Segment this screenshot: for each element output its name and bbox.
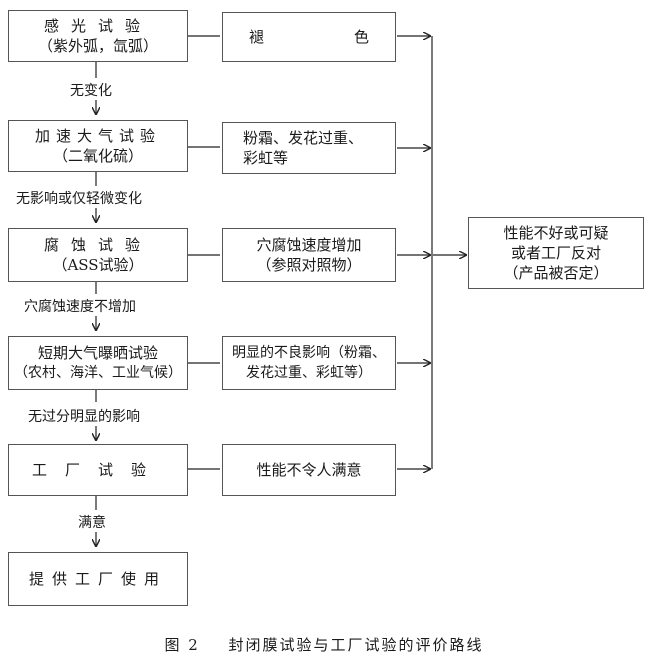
- test-title: 工厂试验: [31, 461, 164, 479]
- test-box-factory: 工厂试验: [8, 444, 188, 496]
- test-box-short-term-exposure: 短期大气曝晒试验 （农村、海洋、工业气候）: [8, 336, 188, 390]
- test-subtitle: （二氧化硫）: [52, 147, 143, 165]
- test-box-accelerated-atmospheric: 加速大气试验 （二氧化硫）: [8, 120, 188, 172]
- failure-text: 粉霜、发花过重、: [243, 129, 364, 147]
- failure-text: 明显的不良影响（粉霜、: [232, 345, 386, 361]
- test-subtitle: （ASS试验）: [52, 256, 144, 274]
- transition-label-1: 无变化: [70, 83, 112, 99]
- failure-text: 性能不令人满意: [256, 461, 362, 479]
- test-subtitle: （农村、海洋、工业气候）: [14, 365, 182, 381]
- failure-text: 穴腐蚀速度增加: [256, 236, 362, 254]
- figure-number: 图 2: [164, 636, 200, 654]
- failure-text-2: 彩虹等: [243, 149, 289, 167]
- failure-text-2: 发花过重、彩虹等）: [246, 365, 372, 381]
- test-box-factory-use: 提供工厂使用: [8, 552, 188, 606]
- failure-box-unsatisfactory: 性能不令人满意: [222, 444, 396, 496]
- transition-label-3: 穴腐蚀速度不增加: [24, 299, 136, 315]
- test-title: 感光试验: [43, 17, 152, 35]
- figure-title: 封闭膜试验与工厂试验的评价路线: [228, 636, 484, 654]
- figure-caption: 图 2 封闭膜试验与工厂试验的评价路线: [0, 634, 648, 655]
- test-title: 腐蚀试验: [43, 236, 152, 254]
- outcome-line-1: 性能不好或可疑: [503, 224, 609, 242]
- test-subtitle: （紫外弧，氙弧）: [37, 37, 158, 55]
- outcome-line-2: 或者工厂反对: [510, 244, 601, 262]
- failure-text: 褪 色: [248, 28, 369, 46]
- test-title: 提供工厂使用: [28, 570, 167, 588]
- outcome-line-3: （产品被否定）: [503, 264, 609, 282]
- transition-label-4: 无过分明显的影响: [28, 409, 140, 425]
- failure-box-bloom: 粉霜、发花过重、 彩虹等: [222, 122, 396, 174]
- test-box-photosensitivity: 感光试验 （紫外弧，氙弧）: [8, 10, 188, 62]
- failure-box-adverse-effects: 明显的不良影响（粉霜、 发花过重、彩虹等）: [222, 336, 396, 390]
- failure-box-fading: 褪 色: [222, 12, 396, 62]
- outcome-box-rejected: 性能不好或可疑 或者工厂反对 （产品被否定）: [468, 217, 644, 289]
- test-box-corrosion: 腐蚀试验 （ASS试验）: [8, 228, 188, 282]
- failure-box-pitting: 穴腐蚀速度增加 （参照对照物）: [222, 228, 396, 282]
- transition-label-5: 满意: [78, 515, 106, 531]
- transition-label-2: 无影响或仅轻微变化: [16, 191, 142, 207]
- test-title: 短期大气曝晒试验: [37, 344, 158, 362]
- test-title: 加速大气试验: [34, 127, 161, 145]
- failure-text-2: （参照对照物）: [256, 256, 362, 274]
